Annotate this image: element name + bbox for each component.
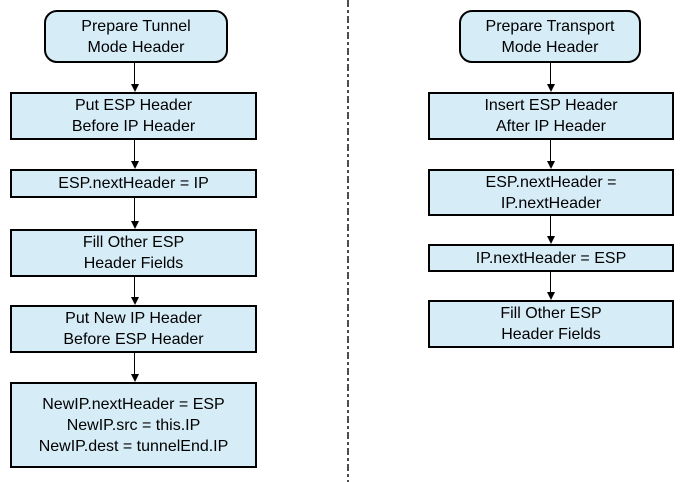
arrow-down-icon [130, 221, 139, 229]
arrow-line [133, 277, 136, 297]
arrow-line [133, 198, 136, 221]
arrow-down-icon [546, 161, 555, 169]
node-ip-nextheader-equals-esp: IP.nextHeader = ESP [428, 244, 674, 272]
arrow-down-icon [546, 292, 555, 300]
arrow-line [549, 140, 552, 161]
flow-arrow [130, 63, 139, 92]
arrow-down-icon [130, 84, 139, 92]
arrow-down-icon [546, 236, 555, 244]
flow-arrow [546, 272, 555, 300]
node-insert-esp-header-after-ip-header: Insert ESP Header After IP Header [428, 92, 674, 140]
flow-arrow [130, 198, 139, 229]
node-prepare-transport-mode-header: Prepare Transport Mode Header [459, 10, 641, 63]
arrow-line [549, 63, 552, 84]
flow-arrow [546, 216, 555, 244]
node-put-new-ip-header-before-esp-header: Put New IP Header Before ESP Header [10, 305, 257, 353]
flow-arrow [546, 140, 555, 169]
arrow-line [133, 353, 136, 374]
node-prepare-tunnel-mode-header: Prepare Tunnel Mode Header [44, 10, 228, 63]
arrow-line [549, 216, 552, 236]
flow-arrow [546, 63, 555, 92]
flow-arrow [130, 140, 139, 169]
arrow-down-icon [546, 84, 555, 92]
node-put-esp-header-before-ip-header: Put ESP Header Before IP Header [10, 92, 257, 140]
arrow-line [549, 272, 552, 292]
flow-arrow [130, 277, 139, 305]
arrow-down-icon [130, 297, 139, 305]
arrow-down-icon [130, 374, 139, 382]
node-fill-other-esp-header-fields-transport: Fill Other ESP Header Fields [428, 300, 674, 348]
arrow-down-icon [130, 161, 139, 169]
node-esp-nextheader-equals-ip-nextheader: ESP.nextHeader = IP.nextHeader [428, 169, 674, 216]
node-esp-nextheader-equals-ip: ESP.nextHeader = IP [10, 169, 257, 198]
arrow-line [133, 63, 136, 84]
column-divider-dashed-line [347, 0, 349, 482]
flow-arrow [130, 353, 139, 382]
node-fill-other-esp-header-fields-tunnel: Fill Other ESP Header Fields [10, 229, 257, 277]
node-newip-assignments: NewIP.nextHeader = ESP NewIP.src = this.… [10, 382, 257, 468]
arrow-line [133, 140, 136, 161]
